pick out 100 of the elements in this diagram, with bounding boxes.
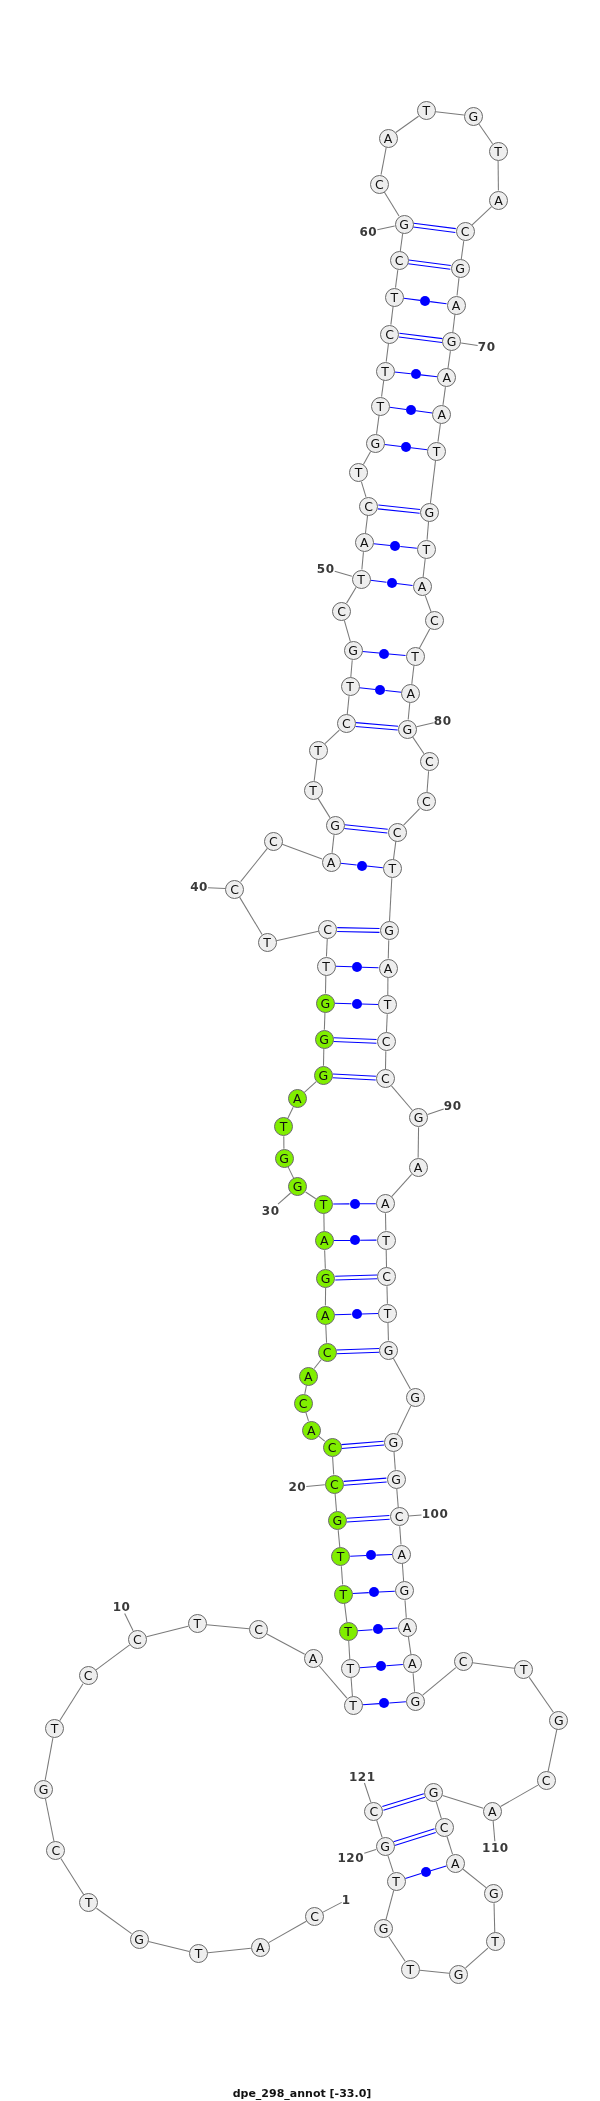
base-node: C xyxy=(336,714,356,734)
base-pair-double-line xyxy=(392,1828,437,1846)
base-pair-line xyxy=(359,1239,378,1241)
position-number: 50 xyxy=(316,562,335,576)
base-node: T xyxy=(343,1695,363,1715)
base-node: G xyxy=(288,1177,308,1197)
backbone-line xyxy=(287,1106,294,1119)
position-number: 120 xyxy=(337,1851,365,1865)
pair-dot-icon xyxy=(390,541,401,551)
backbone-line xyxy=(472,1662,515,1669)
backbone-line xyxy=(388,877,393,922)
base-node: T xyxy=(351,569,371,589)
backbone-line xyxy=(317,797,331,819)
base-node: C xyxy=(78,1666,98,1686)
backbone-line xyxy=(429,459,437,504)
base-node: A xyxy=(250,1937,270,1957)
base-node: T xyxy=(331,1547,351,1567)
backbone-line xyxy=(325,938,328,958)
base-pair-double-line xyxy=(346,1514,391,1523)
backbone-line xyxy=(385,1013,388,1033)
base-node: C xyxy=(322,1437,342,1457)
position-number: 40 xyxy=(190,880,208,894)
backbone-line xyxy=(412,1672,416,1693)
backbone-line xyxy=(387,939,390,960)
base-node: A xyxy=(412,577,432,597)
base-pair-line xyxy=(360,1313,379,1315)
backbone-line xyxy=(387,1855,394,1873)
base-node: T xyxy=(257,933,277,953)
backbone-line xyxy=(412,736,425,755)
base-node: C xyxy=(419,752,439,772)
position-number: 60 xyxy=(359,225,378,239)
position-number: 20 xyxy=(288,1480,307,1494)
backbone-line xyxy=(393,840,397,860)
base-node: T xyxy=(416,539,436,559)
base-node: T xyxy=(79,1893,99,1913)
pair-dot-icon xyxy=(379,1698,390,1709)
base-pair-line xyxy=(388,1701,407,1704)
pair-dot-icon xyxy=(352,962,362,972)
backbone-line xyxy=(392,1357,411,1390)
backbone-line xyxy=(145,1625,189,1638)
backbone-line xyxy=(387,976,389,996)
backbone-line xyxy=(44,1737,54,1781)
base-pair-line xyxy=(384,690,402,693)
pair-dot-icon xyxy=(349,1198,360,1209)
base-pair-line xyxy=(378,1590,396,1593)
backbone-line xyxy=(426,521,430,541)
base-node: T xyxy=(314,1194,334,1214)
backbone-line xyxy=(419,1969,450,1974)
leader-line xyxy=(305,1484,326,1488)
backbone-line xyxy=(346,586,357,604)
leader-line xyxy=(334,570,353,577)
backbone-line xyxy=(407,702,411,721)
backbone-line xyxy=(322,1048,325,1067)
base-node: G xyxy=(419,502,439,522)
backbone-line xyxy=(207,1947,252,1954)
base-node: G xyxy=(383,1432,403,1452)
base-node: A xyxy=(402,1654,422,1674)
base-node: G xyxy=(343,641,363,661)
base-node: C xyxy=(377,1267,397,1287)
base-node: G xyxy=(34,1779,53,1799)
base-pair-line xyxy=(358,1203,377,1205)
backbone-line xyxy=(281,843,323,860)
backbone-line xyxy=(266,1633,306,1655)
backbone-line xyxy=(59,1683,84,1722)
base-pair-line xyxy=(420,374,438,378)
base-pair-line xyxy=(359,1666,377,1669)
base-pair-double-line xyxy=(377,504,421,514)
backbone-line xyxy=(422,558,426,578)
base-node: G xyxy=(424,1783,443,1803)
base-node: A xyxy=(354,533,374,553)
backbone-line xyxy=(240,847,268,883)
backbone-line xyxy=(395,269,399,289)
backbone-line xyxy=(419,628,431,649)
position-number: 110 xyxy=(482,1841,509,1855)
base-pair-line xyxy=(358,687,376,690)
pair-dot-icon xyxy=(420,296,431,306)
backbone-line xyxy=(239,896,263,936)
base-node: G xyxy=(394,214,414,234)
base-node: T xyxy=(376,1230,396,1250)
base-node: C xyxy=(416,792,436,812)
base-node: T xyxy=(382,859,402,879)
base-node: G xyxy=(313,1065,333,1085)
base-pair-line xyxy=(388,653,407,656)
base-pair-line xyxy=(430,1865,447,1872)
pair-dot-icon xyxy=(372,1624,383,1635)
base-node: T xyxy=(340,677,360,697)
base-node: G xyxy=(327,1511,347,1531)
backbone-line xyxy=(471,206,493,226)
backbone-line xyxy=(344,1602,348,1623)
base-pair-line xyxy=(410,447,428,451)
base-node: G xyxy=(375,1837,395,1856)
backbone-line xyxy=(325,1323,328,1344)
base-pair-double-line xyxy=(381,1793,426,1811)
backbone-line xyxy=(313,758,318,782)
base-node: C xyxy=(536,1770,556,1790)
base-node: A xyxy=(375,1194,395,1214)
base-node: C xyxy=(318,919,338,939)
base-node: C xyxy=(389,251,409,271)
pair-dot-icon xyxy=(410,369,421,380)
base-node: C xyxy=(225,879,245,899)
